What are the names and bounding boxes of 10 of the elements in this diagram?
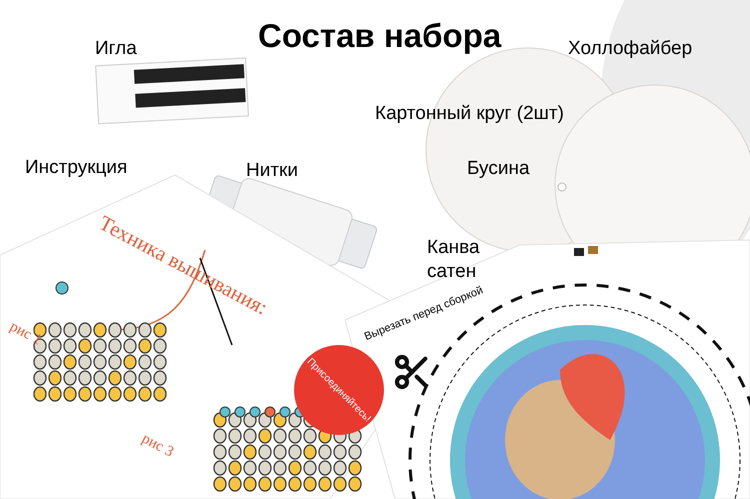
title: Состав набора xyxy=(258,16,502,56)
item-label: Канва сатен xyxy=(427,236,481,284)
item-label: Игла xyxy=(95,37,137,61)
item-label: Инструкция xyxy=(25,156,128,180)
item-label: Холлофайбер xyxy=(568,37,692,61)
figure-label: рис 3 xyxy=(138,430,178,462)
item-label: Бусина xyxy=(467,157,530,181)
item-label: Картонный круг (2шт) xyxy=(375,102,564,126)
figure-label: рис 1 xyxy=(6,318,46,350)
item-label: Нитки xyxy=(246,159,298,183)
